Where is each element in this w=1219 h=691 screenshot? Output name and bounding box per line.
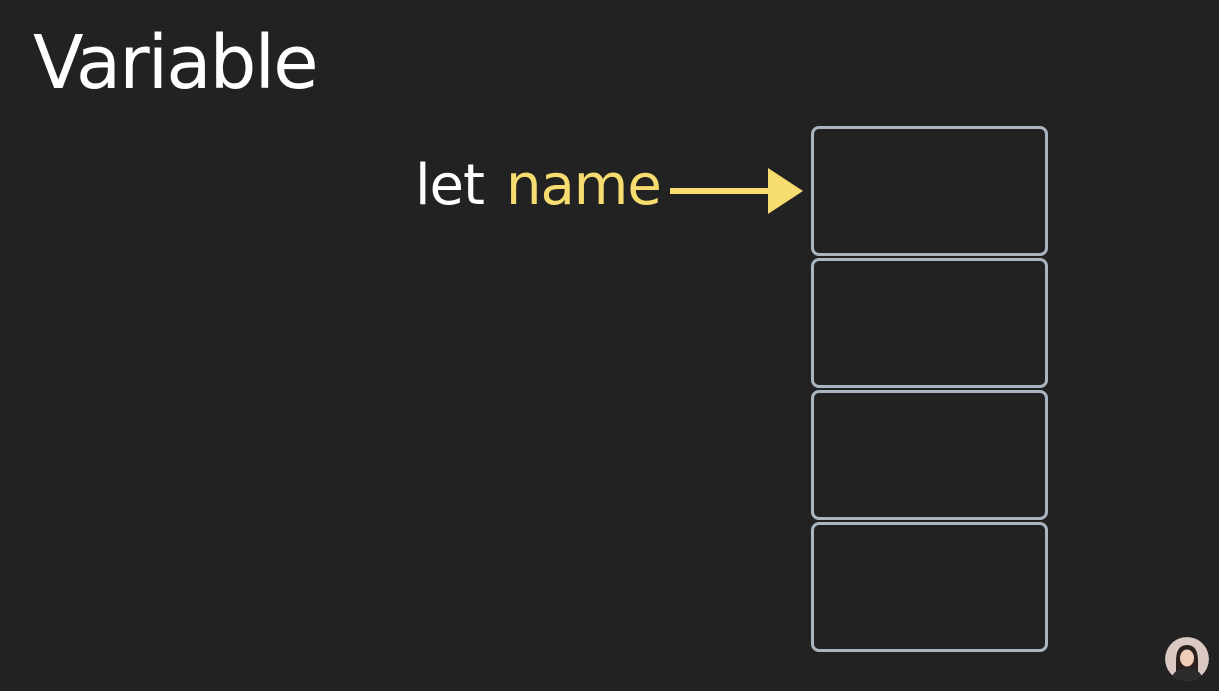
memory-cell [811, 126, 1048, 256]
presenter-icon [1165, 637, 1209, 681]
memory-cell [811, 390, 1048, 520]
right-arrow-icon [670, 168, 803, 214]
memory-cell [811, 258, 1048, 388]
memory-stack [811, 126, 1048, 654]
keyword-let: let [415, 153, 485, 218]
slide-title: Variable [33, 20, 319, 106]
identifier-name: name [505, 153, 662, 218]
memory-cell [811, 522, 1048, 652]
presenter-avatar [1165, 637, 1209, 681]
